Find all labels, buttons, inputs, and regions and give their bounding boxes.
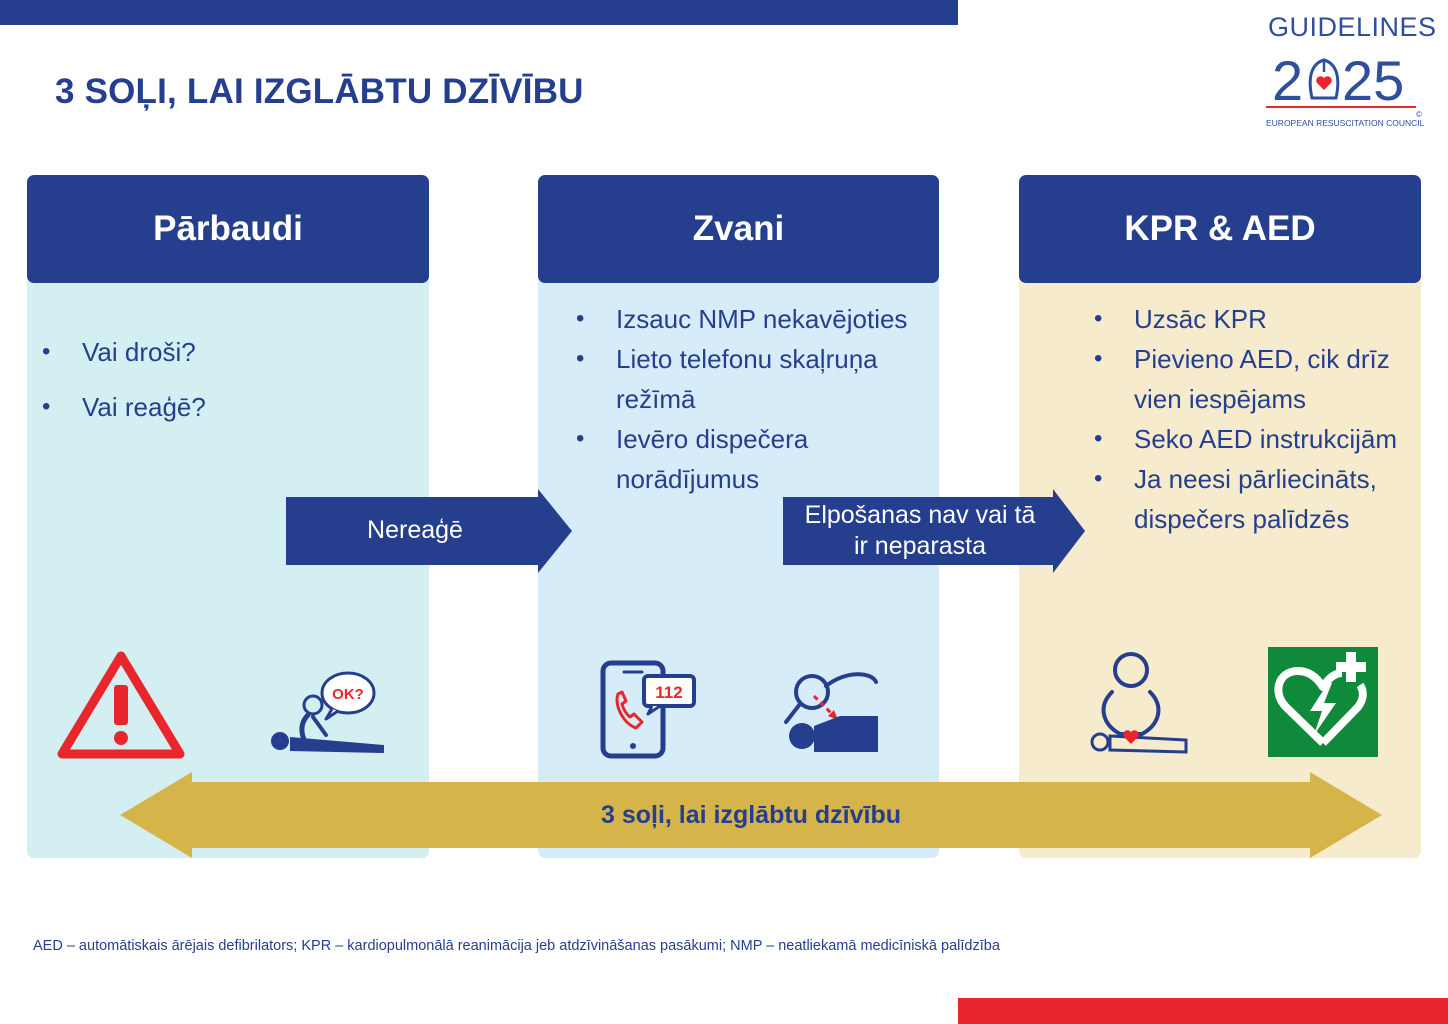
bullet-item: Vai reaģē? (27, 387, 429, 427)
step-call-bullets: Izsauc NMP nekavējoties Lieto telefonu s… (561, 299, 931, 499)
bullet-item: Ja neesi pārliecināts, dispečers palīdzē… (1079, 459, 1419, 539)
bullet-item: Lieto telefonu skaļruņa režīmā (561, 339, 931, 419)
arrow-not-responding-label: Nereaģē (367, 516, 463, 544)
logo-copyright: © (1416, 110, 1422, 119)
cpr-icon (1090, 652, 1188, 754)
step-call-header: Zvani (538, 175, 939, 283)
ok-bubble-text: OK? (332, 686, 364, 703)
step-cpr-aed-header: KPR & AED (1019, 175, 1421, 283)
logo-year-graphic: 2 25 (1272, 50, 1404, 110)
arrow-right-shape (286, 489, 572, 573)
arrow-not-responding: Nereaģē (286, 489, 572, 573)
step-check-header: Pārbaudi (27, 175, 429, 283)
top-accent-bar (0, 0, 958, 25)
double-arrow-shape (120, 772, 1382, 858)
bullet-item: Pievieno AED, cik drīz vien iespējams (1079, 339, 1419, 419)
arrow-abnormal-breathing-label: Elpošanas nav vai tā ir neparasta (804, 501, 1036, 560)
page-title: 3 SOĻI, LAI IZGLĀBTU DZĪVĪBU (55, 72, 584, 111)
logo-organization: EUROPEAN RESUSCITATION COUNCIL (1266, 118, 1425, 128)
bottom-accent-bar (958, 998, 1448, 1024)
logo-wordmark: GUIDELINES (1268, 12, 1437, 42)
bullet-item: Vai droši? (27, 332, 429, 372)
check-response-icon: OK? (271, 671, 384, 753)
step-check-heading: Pārbaudi (153, 209, 303, 248)
bullet-item: Izsauc NMP nekavējoties (561, 299, 931, 339)
bullet-item: Seko AED instrukcijām (1079, 419, 1419, 459)
step-cpr-aed-bullets: Uzsāc KPR Pievieno AED, cik drīz vien ie… (1079, 299, 1419, 539)
svg-text:25: 25 (1342, 50, 1404, 110)
step-cpr-aed-heading: KPR & AED (1124, 209, 1316, 248)
logo-divider (1266, 106, 1416, 108)
bullet-item: Uzsāc KPR (1079, 299, 1419, 339)
aed-sign-icon (1268, 647, 1378, 757)
bottom-arrow-label: 3 soļi, lai izglābtu dzīvību (600, 801, 902, 829)
arrow-abnormal-breathing: Elpošanas nav vai tā ir neparasta (783, 489, 1085, 573)
check-breathing-icon (784, 672, 878, 752)
phone-112-icon: 112 (600, 660, 696, 759)
warning-icon (57, 651, 185, 759)
bottom-double-arrow: 3 soļi, lai izglābtu dzīvību (120, 772, 1382, 858)
step-call-heading: Zvani (692, 209, 785, 248)
arrow-right-shape (783, 489, 1085, 573)
erc-guidelines-logo: GUIDELINES 2025 2 25 EUROPEAN RESUSCITAT… (1262, 10, 1436, 135)
step-check-bullets: Vai droši? Vai reaģē? (27, 332, 429, 442)
bullet-item: Ievēro dispečera norādījumus (561, 419, 931, 499)
phone-number-text: 112 (655, 683, 682, 702)
svg-text:2: 2 (1272, 50, 1303, 110)
abbreviations-footnote: AED – automātiskais ārējais defibrilator… (33, 938, 1000, 954)
